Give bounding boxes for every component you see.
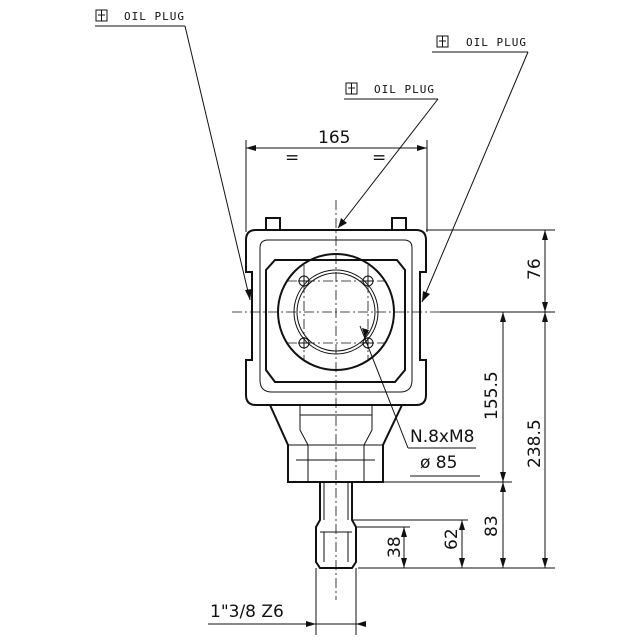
equal-mark-left: = bbox=[285, 148, 299, 168]
oil-plug-callout-center: OIL PLUG bbox=[337, 82, 439, 229]
dimension-38: 38 bbox=[385, 536, 405, 558]
shaft-spec-dimension: 1"3/8 Z6 bbox=[208, 568, 366, 635]
dimension-62: 62 bbox=[442, 528, 462, 550]
dimension-width-165: 165 = = bbox=[245, 128, 428, 232]
oil-plug-callout-top-right: OIL PLUG bbox=[421, 35, 529, 303]
shaft-spec-text: 1"3/8 Z6 bbox=[210, 602, 284, 622]
center-lines bbox=[232, 200, 440, 600]
dimension-155-5: 155.5 bbox=[482, 371, 502, 420]
dimension-width-text: 165 bbox=[318, 128, 350, 148]
equal-mark-right: = bbox=[372, 148, 386, 168]
bolt-circle-text: ø 85 bbox=[420, 453, 457, 473]
dimension-76: 76 bbox=[525, 258, 545, 280]
oil-plug-callout-top-left: OIL PLUG bbox=[95, 9, 252, 301]
vertical-dimensions: 76 238.5 155.5 83 62 38 bbox=[352, 229, 555, 569]
oil-plug-label: OIL PLUG bbox=[374, 83, 435, 96]
oil-plug-label: OIL PLUG bbox=[124, 10, 185, 23]
oil-plug-icon bbox=[436, 35, 449, 48]
oil-plug-icon bbox=[345, 82, 358, 95]
oil-plug-label: OIL PLUG bbox=[466, 36, 527, 49]
bolt-callout: N.8xM8 ø 85 bbox=[359, 325, 480, 477]
dimension-83: 83 bbox=[482, 515, 502, 537]
dimension-238-5: 238.5 bbox=[525, 419, 545, 468]
oil-plug-icon bbox=[95, 9, 108, 22]
bolt-spec-text: N.8xM8 bbox=[410, 427, 474, 447]
